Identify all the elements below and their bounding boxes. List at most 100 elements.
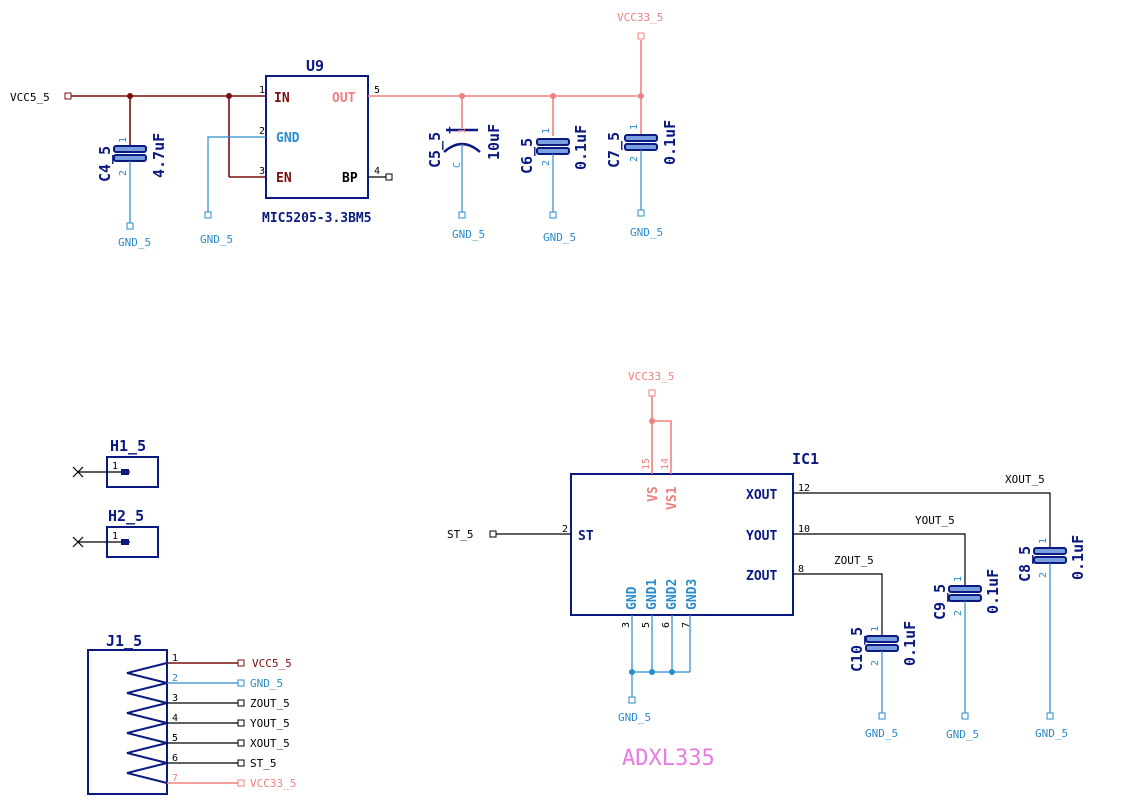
capacitor-c10[interactable]	[865, 635, 899, 720]
accelerometer-pin-xout-name: XOUT	[746, 488, 777, 503]
accelerometer-pin-gnd2-name: GND2	[665, 579, 680, 610]
capacitor-c7-value: 0.1uF	[661, 120, 679, 165]
regulator-section: VCC5_5 U9 MIC5205-3.3BM5 1 IN 2 GND 3 EN…	[10, 11, 679, 249]
capacitor-c5-pin1: 1	[457, 128, 468, 134]
connector-j1-pin-5-num: 5	[172, 733, 178, 744]
regulator-pin-in-name: IN	[274, 91, 290, 106]
gnd-terminal[interactable]	[628, 696, 636, 704]
mounting-hole-h1-pin: 1	[112, 461, 118, 472]
capacitor-c9[interactable]	[948, 585, 982, 720]
connector-j1[interactable]	[87, 649, 168, 795]
vcc33-junction	[550, 93, 556, 99]
accelerometer-section: IC1 ADXL335 VCC33_5 15 14 VS VS1 ST_5 2 …	[447, 370, 1087, 771]
capacitor-c9-value: 0.1uF	[984, 569, 1002, 614]
connector-j1-pin-3[interactable]	[167, 699, 245, 707]
mounting-hole-h1-ref: H1_5	[110, 437, 146, 455]
xout-net-wire	[793, 492, 1051, 548]
gnd-label: GND_5	[618, 711, 651, 724]
capacitor-c9-pin2: 2	[953, 610, 964, 616]
capacitor-c9-ref: C9_5	[931, 584, 949, 620]
accelerometer-pin-gnd-num: 3	[621, 622, 632, 628]
capacitor-c8[interactable]	[1033, 547, 1067, 720]
vcc33-junction	[649, 418, 655, 424]
capacitor-c4[interactable]	[113, 130, 147, 230]
vcc5-junction	[226, 93, 232, 99]
connector-j1-pin-2-num: 2	[172, 673, 178, 684]
connector-j1-pin-4[interactable]	[167, 719, 245, 727]
capacitor-c4-value: 4.7uF	[150, 133, 168, 178]
gnd-label: GND_5	[543, 231, 576, 244]
gnd-junction	[629, 669, 635, 675]
connector-j1-pin-1[interactable]	[167, 659, 245, 667]
accelerometer-pin-st-name: ST	[578, 529, 594, 544]
connector-j1-pin-5[interactable]	[167, 739, 245, 747]
capacitor-c9-pin1: 1	[953, 576, 964, 582]
vcc33-junction	[459, 93, 465, 99]
capacitor-c4-pin1: 1	[118, 137, 129, 143]
xout-net-label: XOUT_5	[1005, 473, 1045, 486]
zout-net-wire	[793, 573, 883, 636]
gnd-junction	[669, 669, 675, 675]
regulator-pin-gnd-name: GND	[276, 131, 300, 146]
connector-j1-pin-7[interactable]	[167, 779, 245, 787]
vcc5-port-terminal[interactable]	[64, 92, 72, 100]
capacitor-c6-pin2: 2	[541, 160, 552, 166]
connector-j1-pin-2[interactable]	[167, 679, 245, 687]
capacitor-c8-ref: C8_5	[1016, 546, 1034, 582]
connector-j1-pin-6-net: ST_5	[250, 757, 277, 770]
accelerometer-pin-vs1-name: VS1	[665, 486, 680, 510]
capacitor-c7[interactable]	[624, 134, 658, 217]
connector-j1-pin-5-net: XOUT_5	[250, 737, 290, 750]
mounting-hole-h2-pin: 1	[112, 531, 118, 542]
capacitor-c10-pin1: 1	[870, 626, 881, 632]
capacitor-c5[interactable]: +	[443, 123, 481, 219]
gnd-label: GND_5	[452, 228, 485, 241]
yout-net-label: YOUT_5	[915, 514, 955, 527]
connector-j1-pin-1-num: 1	[172, 653, 178, 664]
connector-j1-pin-3-num: 3	[172, 693, 178, 704]
capacitor-c10-pin2: 2	[870, 660, 881, 666]
gnd-label: GND_5	[865, 727, 898, 740]
capacitor-c8-value: 0.1uF	[1069, 535, 1087, 580]
vcc33-port-label: VCC33_5	[617, 11, 663, 24]
capacitor-c7-ref: C7_5	[605, 132, 623, 168]
accelerometer-pin-vs-name: VS	[646, 486, 661, 502]
accelerometer-pin-st[interactable]	[489, 530, 571, 538]
capacitor-c6-pin1: 1	[541, 128, 552, 134]
zout-net-label: ZOUT_5	[834, 554, 874, 567]
capacitor-c6[interactable]	[536, 138, 570, 219]
regulator-pin-gnd-num: 2	[259, 126, 265, 137]
capacitor-c6-ref: C6_5	[518, 138, 536, 174]
mounting-hole-h1[interactable]	[72, 456, 159, 488]
connector-j1-pin-1-net: VCC5_5	[252, 657, 292, 670]
capacitor-c5-value: 10uF	[485, 124, 503, 160]
regulator-pin-bp-name: BP	[342, 171, 358, 186]
vcc33-port-terminal[interactable]	[637, 32, 645, 40]
regulator-gnd-wire	[207, 136, 266, 212]
accelerometer-pin-gnd1-num: 5	[641, 622, 652, 628]
capacitor-c6-value: 0.1uF	[572, 125, 590, 170]
mounting-hole-h2-ref: H2_5	[108, 507, 144, 525]
connector-j1-pin-4-num: 4	[172, 713, 178, 724]
gnd-terminal[interactable]	[204, 211, 212, 219]
accelerometer-pin-gnd-name: GND	[625, 586, 640, 610]
gnd-label: GND_5	[200, 233, 233, 246]
accelerometer-gnd-wire	[631, 615, 691, 697]
accelerometer-name: ADXL335	[622, 746, 715, 771]
regulator-bp-terminal[interactable]	[385, 173, 393, 181]
connector-j1-pin-6[interactable]	[167, 759, 245, 767]
capacitor-c8-pin1: 1	[1038, 538, 1049, 544]
connector-j1-pin-2-net: GND_5	[250, 677, 283, 690]
accelerometer-pin-zout-num: 8	[798, 564, 804, 575]
vcc33-port-terminal[interactable]	[648, 389, 656, 397]
vcc5-junction	[127, 93, 133, 99]
accelerometer-ref: IC1	[792, 450, 819, 468]
regulator-pin-en-name: EN	[276, 171, 292, 186]
regulator-pin-bp-num: 4	[374, 166, 380, 177]
mounting-hole-h2[interactable]	[72, 526, 159, 558]
vcc33-net-wire	[651, 396, 672, 474]
accelerometer-body[interactable]	[570, 473, 794, 616]
accelerometer-pin-vs-num: 15	[641, 458, 652, 470]
gnd-label: GND_5	[946, 728, 979, 741]
